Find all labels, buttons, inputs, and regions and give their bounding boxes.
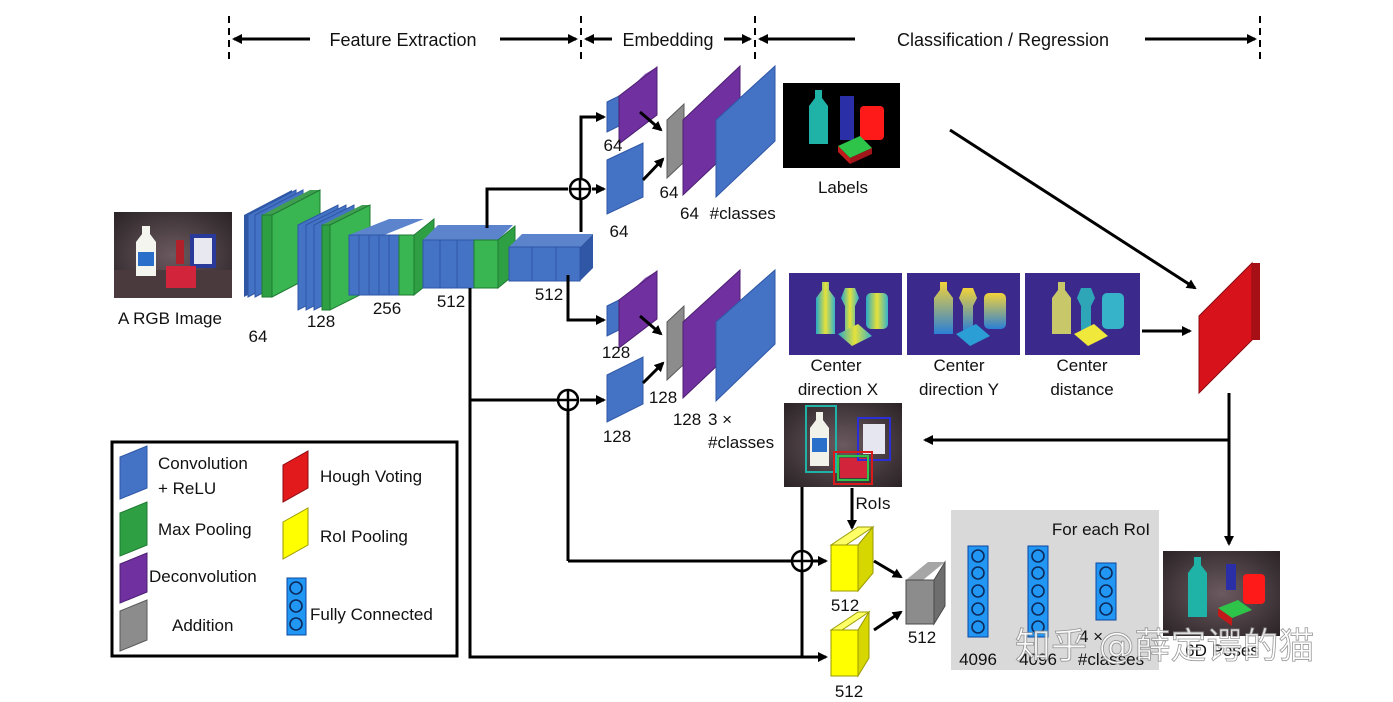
legend-swatch-fully-connected [286,577,307,636]
connector-line [873,610,903,632]
semantic-size-output: 64 [680,204,699,223]
backbone-block-512-last [508,234,593,282]
connector-line [639,314,663,336]
connector-line [641,157,665,182]
addition-node [568,177,592,201]
legend-swatch-roi-pooling [282,507,309,560]
bottle-object [1188,557,1207,617]
legend-label-max-pooling: Max Pooling [158,520,252,539]
roi-box [805,405,837,473]
legend-swatch-addition [119,599,148,652]
hough-voting-layer [1198,261,1260,395]
vertex-result-caption-line1: Center [810,356,861,375]
backbone-block-512 [422,224,516,290]
legend-label-convolution-line2: + ReLU [158,479,216,498]
input-image-caption: A RGB Image [118,309,222,328]
rois-image [784,403,902,487]
legend-label-convolution: Convolution [158,454,248,473]
vertex-output-line2: #classes [708,433,774,452]
center-direction-y-map [907,273,1020,355]
vertex-result-caption-line1: Center [933,356,984,375]
section-header [228,16,1261,62]
connector-line [873,559,903,579]
roi-box [837,455,869,481]
legend-label-hough-voting: Hough Voting [320,467,422,486]
legend-label-addition: Addition [172,616,233,635]
vertex-branch [606,268,776,423]
vertex-size-addition: 128 [649,388,677,407]
connector-line [566,275,606,325]
roi-box [857,417,891,461]
vertex-size-output: 128 [673,410,701,429]
connector-line [641,361,665,385]
fc-size-label: 4096 [1019,650,1057,669]
backbone-block-64 [244,189,321,298]
addition-node [556,388,580,412]
backbone-block-256 [348,217,435,297]
legend-label-roi-pooling: RoI Pooling [320,527,408,546]
connectors [468,112,1234,662]
addition-node [790,549,814,573]
output-caption: 6D Poses [1185,641,1259,660]
center-distance-map [1025,273,1140,355]
fc-layer-4096-b [1027,545,1049,638]
semantic-output-label: 64 #classes [680,204,776,223]
roi-pool-size-bottom: 512 [835,682,863,701]
section-label-embedding: Embedding [622,30,713,50]
roi-addition-layer [905,560,946,626]
vertex-result-caption-line2: distance [1050,380,1113,399]
semantic-branch [606,64,776,215]
fc-panel-title: For each RoI [1052,520,1150,539]
center-direction-x-map [789,273,902,355]
fc-size-label: 4 × [1079,627,1103,646]
vertex-size-bottom: 128 [603,427,631,446]
input-rgb-image [114,212,232,298]
semantic-output-suffix: #classes [710,204,776,223]
backbone-size-label: 256 [373,299,401,318]
semantic-size-bottom: 64 [610,222,629,241]
vertex-result-caption-line2: direction X [798,380,878,399]
rois-caption: RoIs [856,494,891,513]
legend-swatch-deconvolution [119,552,148,604]
labels-result-image [783,83,900,168]
backbone-size-label: 512 [535,285,563,304]
backbone-size-label: 128 [307,312,335,331]
roi-pooling-top [829,525,875,593]
legend-swatch-convolution [119,445,148,500]
fc-size-label: 4096 [959,650,997,669]
section-label-feature-extraction: Feature Extraction [329,30,476,50]
legend-swatch-hough-voting [282,450,309,503]
backbone-size-label: 64 [249,327,268,346]
fc-layer-quaternion [1095,562,1117,621]
watermark-text: 知乎 @薛定谔的猫 [1015,626,1314,667]
vertex-size-top: 128 [602,343,630,362]
bottle-object [809,90,828,144]
legend-label-fully-connected: Fully Connected [310,605,433,624]
connector-line [468,288,828,662]
fc-layer-4096-a [967,545,989,638]
backbone-size-label: 512 [437,292,465,311]
roi-box [833,451,873,485]
connector-line [949,128,1197,290]
connector-line [579,112,606,232]
semantic-size-addition: 64 [660,183,679,202]
roi-pool-size-top: 512 [831,596,859,615]
vertex-result-caption-line1: Center [1056,356,1107,375]
vertex-output-line1: 3 × [708,410,732,429]
connector-line [639,110,663,132]
section-label-classification-regression: Classification / Regression [897,30,1109,50]
labels-result-caption: Labels [818,178,868,197]
fc-size-label-line2: #classes [1078,650,1144,669]
roi-pooling-bottom [829,610,871,678]
connector-line [485,187,568,228]
vertex-result-caption-line2: direction Y [919,380,999,399]
legend-label-deconvolution: Deconvolution [149,567,257,586]
semantic-size-top: 64 [604,136,623,155]
legend-swatch-max-pooling [119,501,148,557]
roi-addition-size: 512 [908,628,936,647]
connector-line [923,393,1231,445]
output-poses-image [1163,551,1280,636]
